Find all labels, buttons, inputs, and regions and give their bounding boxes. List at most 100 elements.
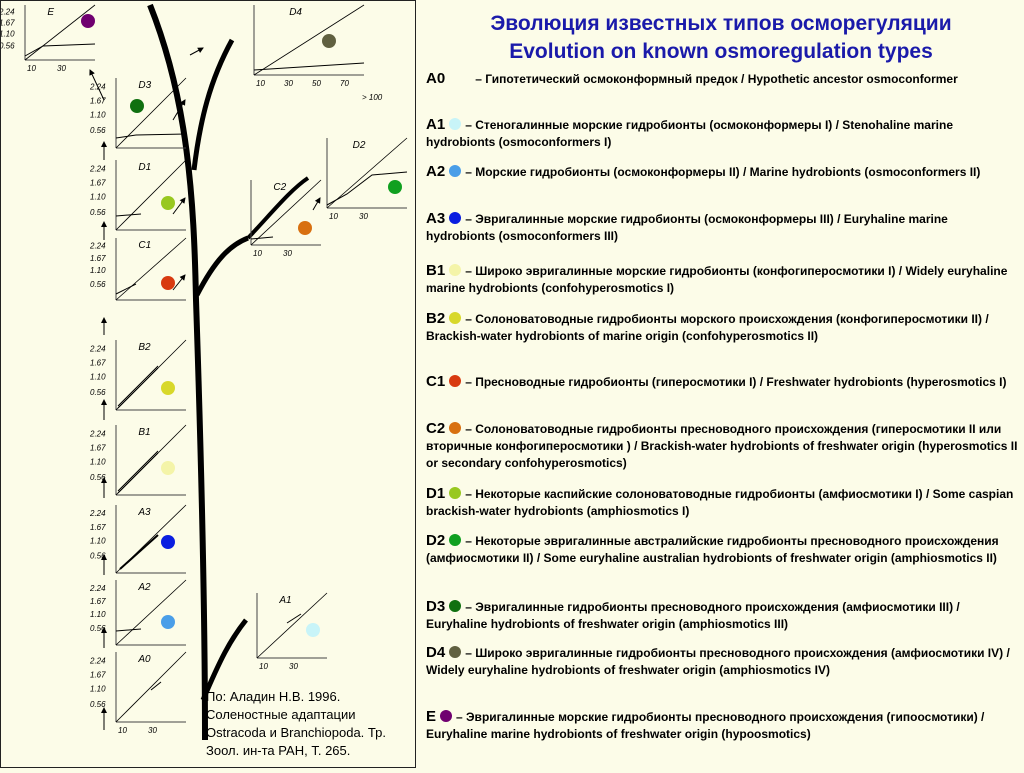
isosmotic-line [253, 4, 365, 76]
y-tick-label: 0.56 [90, 388, 106, 397]
legend-code: A0 [426, 70, 446, 87]
y-tick-label: 1.10 [90, 457, 106, 466]
legend-color-dot [440, 710, 453, 722]
group-color-dot [161, 381, 175, 395]
x-tick-label: 30 [284, 79, 293, 88]
evolution-arrow [172, 197, 186, 215]
trunk [147, 3, 208, 741]
legend-item-d4: D4– Широко эвригалинные гидробионты прес… [426, 644, 1018, 679]
x-tick-label: 10 [118, 726, 127, 735]
legend-color-dot [449, 212, 462, 224]
legend-code: B1 [426, 262, 446, 279]
isosmotic-line [250, 179, 322, 246]
branch-c2 [194, 235, 249, 297]
legend-text: – Пресноводные гидробионты (гиперосмотик… [465, 375, 1007, 389]
legend-text: – Эвригалинные гидробионты пресноводного… [426, 600, 960, 631]
y-tick-label: 1.10 [90, 536, 106, 545]
osmotic-response-curve [250, 236, 274, 240]
legend-item-d3: D3– Эвригалинные гидробионты пресноводно… [426, 598, 1018, 633]
y-tick-label: 1.10 [90, 610, 106, 619]
y-tick-label: 1.10 [90, 266, 106, 275]
osmotic-response-curve [115, 628, 142, 632]
y-tick-label: 2.24 [89, 584, 106, 593]
y-tick-label: 0.56 [90, 473, 106, 482]
group-color-dot [298, 221, 312, 235]
legend-text: – Некоторые эвригалинные австралийские г… [426, 534, 999, 565]
evolution-arrow [89, 69, 105, 101]
legend-item-a1: A1– Стеногалинные морские гидробионты (о… [426, 116, 1018, 151]
legend-color-dot [449, 165, 462, 177]
legend-text: – Морские гидробионты (осмоконформеры II… [465, 165, 981, 179]
y-tick-label: 2.24 [89, 344, 106, 353]
legend-code: E [426, 708, 437, 725]
y-tick-label: 1.67 [90, 96, 106, 105]
legend-text: – Широко эвригалинные гидробионты пресно… [426, 646, 1010, 677]
legend-color-dot [449, 264, 462, 276]
x-note: > 100 [362, 93, 383, 102]
evolution-arrow [312, 197, 321, 211]
legend-code: C1 [426, 373, 446, 390]
legend-text: – Широко эвригалинные морские гидробионт… [426, 264, 1008, 295]
y-tick-label: 2.24 [89, 241, 106, 250]
y-tick-label: 1.10 [90, 192, 106, 201]
panel-label: A3 [137, 507, 151, 518]
y-tick-label: 1.67 [90, 178, 106, 187]
group-color-dot [130, 99, 144, 113]
legend-text: – Гипотетический осмоконформный предок /… [475, 72, 958, 86]
legend-code: A2 [426, 163, 446, 180]
legend-text: – Эвригалинные морские гидробионты пресн… [426, 710, 985, 741]
isosmotic-line [24, 4, 96, 61]
branch-a1 [200, 618, 248, 701]
ref-line: Ostracoda и Branchiopoda. Тр. [206, 725, 386, 740]
legend-code: A1 [426, 116, 446, 133]
isosmotic-line [256, 592, 328, 659]
legend-color-dot [449, 600, 462, 612]
osmotic-response-curve [326, 171, 408, 206]
x-tick-label: 30 [289, 662, 298, 671]
legend-color-dot [449, 118, 462, 130]
panel-label: C2 [273, 182, 286, 193]
legend-item-a0: A0 – Гипотетический осмоконформный предок… [426, 70, 1018, 88]
y-tick-label: 1.67 [90, 358, 106, 367]
osmotic-response-curve [119, 534, 159, 570]
isosmotic-line [115, 651, 187, 723]
legend-text: – Некоторые каспийские солоноватоводные … [426, 487, 1014, 518]
panel-label: D4 [289, 7, 302, 18]
legend-text: – Стеногалинные морские гидробионты (осм… [426, 118, 953, 149]
legend-code: A3 [426, 210, 446, 227]
legend-code: D1 [426, 485, 446, 502]
group-color-dot [161, 461, 175, 475]
y-tick-label: 2.24 [89, 509, 106, 518]
isosmotic-line [326, 137, 408, 209]
legend-panel: Эволюция известных типов осморегуляции E… [418, 0, 1024, 768]
evolution-arrow [172, 274, 186, 291]
osmotic-response-curve [24, 43, 96, 57]
group-color-dot [306, 623, 320, 637]
y-tick-label: 1.10 [90, 372, 106, 381]
legend-color-dot [449, 422, 462, 434]
panel-label: E [47, 7, 54, 18]
osmotic-response-curve [286, 613, 302, 624]
x-tick-label: 30 [359, 212, 368, 221]
legend-text: – Солоноватоводные гидробионты морского … [426, 312, 989, 343]
y-tick-label: 0.56 [90, 126, 106, 135]
y-tick-label: 1.10 [90, 110, 106, 119]
panel-label: B2 [138, 342, 151, 353]
group-color-dot [161, 615, 175, 629]
legend-text: – Солоноватоводные гидробионты пресновод… [426, 422, 1018, 470]
ref-line: По: Аладин Н.В. 1996. [206, 689, 341, 704]
ref-line: Зоол. ин-та РАН, Т. 265. [206, 743, 351, 758]
legend-item-a3: A3– Эвригалинные морские гидробионты (ос… [426, 210, 1018, 245]
group-color-dot [388, 180, 402, 194]
x-tick-label: 10 [253, 249, 262, 258]
legend-item-d1: D1– Некоторые каспийские солоноватоводны… [426, 485, 1018, 520]
